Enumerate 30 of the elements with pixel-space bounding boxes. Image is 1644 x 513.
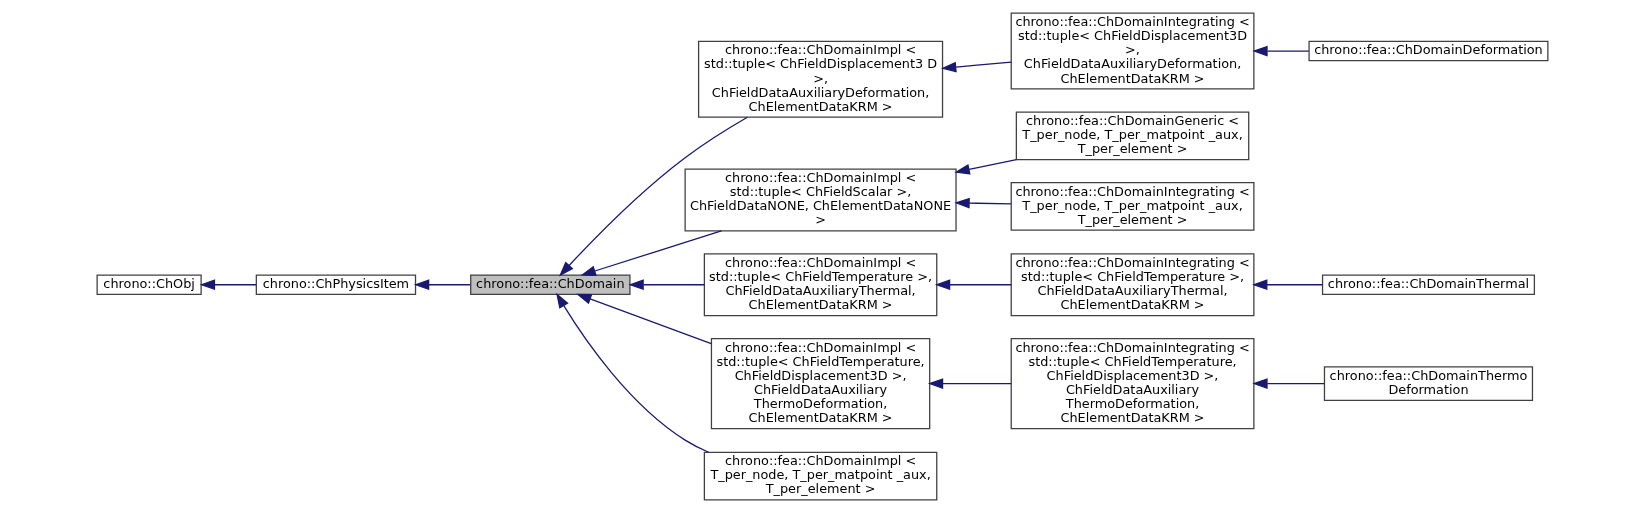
node-box: chrono::ChPhysicsItem <box>255 274 416 295</box>
arrow <box>575 293 712 345</box>
arrow <box>953 197 1012 209</box>
node-box: chrono::ChObj <box>96 274 202 295</box>
node-box: chrono::fea::ChDomainGeneric < T_per_node, T_per_matpoint _aux, T_per_element > <box>1015 111 1249 161</box>
arrow <box>1251 279 1323 291</box>
node-box: chrono::fea::ChDomainDeformation <box>1307 40 1548 62</box>
node-box: chrono::fea::ChDomain <box>469 274 631 295</box>
node-box: chrono::fea::ChDomainThermo Deformation <box>1323 366 1533 401</box>
arrow <box>199 279 257 291</box>
node-box: chrono::fea::ChDomainIntegrating < std::tuple< ChFieldDisplacement3D >, ChFieldDataAuxiliaryDeformation, ChElementDataKRM > <box>1010 12 1254 90</box>
arrow <box>627 279 705 291</box>
arrow <box>413 279 471 291</box>
node-box: chrono::fea::ChDomainIntegrating < std::tuple< ChFieldTemperature >, ChFieldDataAuxiliaryThermal, ChElementDataKRM > <box>1010 253 1254 317</box>
arrow <box>1251 378 1325 389</box>
node-box: chrono::fea::ChDomainImpl < std::tuple< ChFieldTemperature, ChFieldDisplacement3D >, ChFieldDataAuxiliary ThermoDeformation, ChElementDataKRM > <box>710 338 930 430</box>
arrow <box>1251 45 1309 57</box>
node-box: chrono::fea::ChDomainImpl < std::tuple< ChFieldDisplacement3 D >, ChFieldDataAuxiliaryDeformation, ChElementDataKRM > <box>697 40 943 118</box>
arrow <box>940 61 1012 73</box>
node-box: chrono::fea::ChDomainImpl < T_per_node, T_per_matpoint _aux, T_per_element > <box>703 451 937 501</box>
arrow <box>934 279 1012 291</box>
arrow <box>953 159 1017 175</box>
node-box: chrono::fea::ChDomainImpl < std::tuple< ChFieldTemperature >, ChFieldDataAuxiliaryThermal, ChElementDataKRM > <box>703 253 937 317</box>
node-box: chrono::fea::ChDomainIntegrating < T_per_node, T_per_matpoint _aux, T_per_element > <box>1010 182 1254 231</box>
node-box: chrono::fea::ChDomainThermal <box>1321 274 1535 295</box>
node-box: chrono::fea::ChDomainImpl < std::tuple< ChFieldScalar >, ChFieldDataNONE, ChElementDataNONE > <box>684 168 957 232</box>
node-box: chrono::fea::ChDomainIntegrating < std::tuple< ChFieldTemperature, ChFieldDisplacement3D >, ChFieldDataAuxiliary ThermoDeformation, ChElementDataKRM > <box>1010 338 1254 430</box>
arrow <box>558 116 748 277</box>
arrow <box>555 292 709 453</box>
arrow <box>927 378 1012 389</box>
